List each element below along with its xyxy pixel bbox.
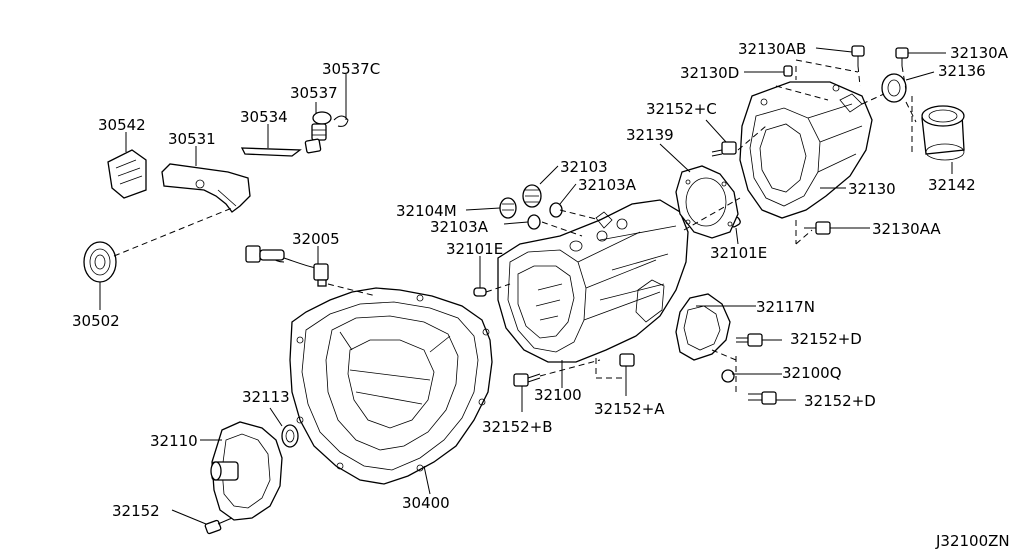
label-32100q: 32100Q	[782, 364, 842, 382]
release-bearing-30502	[83, 241, 117, 283]
bolt-32152-d-bottom	[748, 391, 777, 405]
label-32152: 32152	[112, 502, 160, 520]
bolt-32152-d-top	[736, 333, 763, 347]
label-32130ab: 32130AB	[738, 40, 806, 58]
front-cover-32110	[210, 421, 283, 521]
label-32101e-right: 32101E	[710, 244, 767, 262]
bolt-32152	[204, 517, 233, 535]
switch-32005	[245, 245, 329, 287]
label-30400: 30400	[402, 494, 450, 512]
label-32142: 32142	[928, 176, 976, 194]
label-32152-b: 32152+B	[482, 418, 553, 436]
label-32101e-left: 32101E	[446, 240, 503, 258]
dowel-32101e-left	[473, 287, 487, 297]
bolt-32130aa	[804, 221, 831, 235]
bolt-32130ab	[851, 45, 865, 66]
label-32005: 32005	[292, 230, 340, 248]
label-32130d: 32130D	[680, 64, 739, 82]
spring-30534	[240, 147, 302, 157]
label-32104m: 32104M	[396, 202, 457, 220]
washer-32100q	[721, 369, 735, 383]
lever-30531	[161, 163, 251, 213]
label-32152-a: 32152+A	[594, 400, 665, 418]
part-labels: 30537C 30537 30542 30534 30531 30502 320…	[72, 40, 1010, 550]
label-32103a-top: 32103A	[578, 176, 637, 194]
label-32139: 32139	[626, 126, 674, 144]
label-32103: 32103	[560, 158, 608, 176]
label-30502: 30502	[72, 312, 120, 330]
oil-seal-32113	[281, 424, 299, 448]
label-32130a: 32130A	[950, 44, 1009, 62]
label-30537: 30537	[290, 84, 338, 102]
plug-32103	[522, 184, 542, 208]
rear-extension-32130	[739, 81, 873, 219]
label-32136: 32136	[938, 62, 986, 80]
side-cover-32117n	[675, 293, 731, 361]
bolt-32152-b	[513, 373, 541, 387]
leader-lines	[99, 47, 953, 525]
label-32100: 32100	[534, 386, 582, 404]
plug-32104m	[499, 197, 517, 219]
clip-30537c	[333, 115, 349, 127]
label-32113: 32113	[242, 388, 290, 406]
bolt-32130a	[895, 47, 909, 66]
label-32117n: 32117N	[756, 298, 815, 316]
label-32130aa: 32130AA	[872, 220, 941, 238]
label-30531: 30531	[168, 130, 216, 148]
label-32152-c: 32152+C	[646, 100, 717, 118]
seal-32136	[881, 73, 907, 103]
label-30542: 30542	[98, 116, 146, 134]
bolt-32152-a	[619, 353, 635, 384]
gasket-32139	[675, 165, 739, 239]
diagram-code: J32100ZN	[935, 532, 1010, 550]
washer-32103a-left	[527, 214, 541, 230]
label-32130: 32130	[848, 180, 896, 198]
bolt-32152-c	[711, 141, 737, 157]
boot-30542	[107, 149, 147, 199]
label-30537c: 30537C	[322, 60, 380, 78]
label-32103a-left: 32103A	[430, 218, 489, 236]
label-32152-d-bottom: 32152+D	[804, 392, 876, 410]
bushing-32142	[921, 105, 965, 161]
clutch-housing-30400	[289, 287, 493, 485]
label-32110: 32110	[150, 432, 198, 450]
transmission-case-32100	[497, 199, 689, 363]
pin-32130d	[783, 65, 793, 77]
dashed-assembly-lines	[113, 59, 917, 392]
label-32152-d-top: 32152+D	[790, 330, 862, 348]
pivot-pin-30537	[304, 111, 332, 154]
label-30534: 30534	[240, 108, 288, 126]
